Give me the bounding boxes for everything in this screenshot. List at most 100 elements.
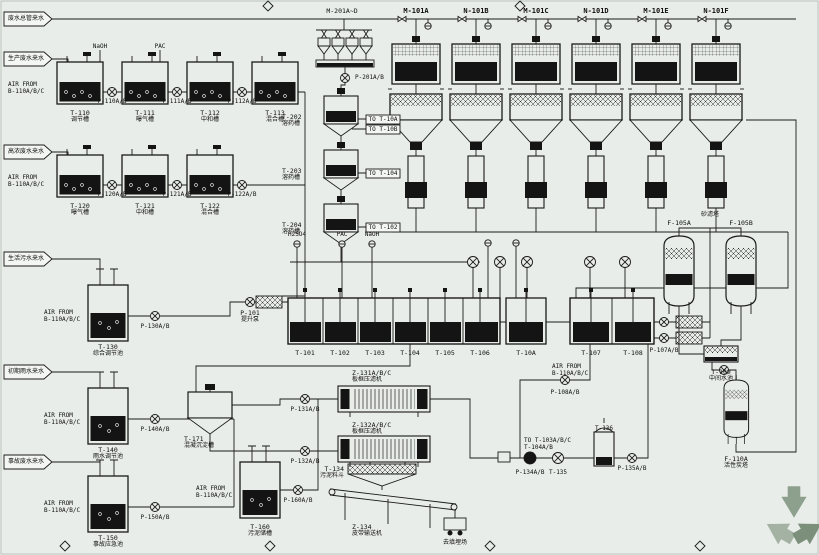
dosing-tank [323, 141, 359, 197]
aerator-icon [494, 256, 506, 268]
chemical-hopper [359, 37, 373, 61]
pipes-chemical [290, 67, 626, 298]
chemical-hopper [331, 37, 345, 61]
valve-icon [457, 15, 467, 23]
pump-icon [150, 502, 160, 512]
pump-icon [172, 87, 182, 97]
clarifier-basin [569, 288, 655, 345]
aeration-basin [287, 288, 501, 345]
pump-icon [560, 375, 570, 385]
aeration-tank [56, 51, 104, 105]
aeration-tank [186, 51, 234, 105]
filter-vessel [725, 229, 757, 315]
centrifuge-icon [523, 451, 537, 465]
pump-icon [107, 180, 117, 190]
instrument-icon [604, 22, 612, 30]
instrument-icon [424, 22, 432, 30]
pump-icon [237, 180, 247, 190]
pump-icon [107, 87, 117, 97]
pipes-left-tanks [52, 258, 235, 508]
flow-flag [3, 454, 53, 470]
filter-vessel [723, 374, 750, 445]
inlet-weir-box [255, 295, 283, 309]
aerator-icon [467, 256, 479, 268]
equalization-cell [505, 288, 547, 345]
aeration-tank [186, 144, 234, 198]
filter-press [337, 385, 431, 418]
aeration-tank [121, 144, 169, 198]
treatment-train [507, 35, 565, 233]
pipes-sludge [195, 343, 654, 518]
valve-icon [348, 29, 356, 39]
pump-icon [172, 180, 182, 190]
coagulation-tank [186, 384, 234, 435]
instrument-icon [512, 239, 520, 247]
instrument-icon [338, 240, 346, 248]
valve-icon [637, 15, 647, 23]
valve-icon [397, 15, 407, 23]
storage-tank [239, 445, 281, 519]
sludge-column [593, 418, 615, 467]
instrument-icon [664, 22, 672, 30]
valve-icon [362, 29, 370, 39]
storage-tank [87, 268, 129, 342]
instrument-icon [368, 240, 376, 248]
valve-icon [334, 29, 342, 39]
reference-diamond [264, 540, 276, 552]
watermark-logo [760, 486, 819, 550]
instrument-icon [293, 240, 301, 248]
feed-box [497, 451, 511, 463]
treatment-train [447, 35, 505, 233]
aerator-icon [619, 256, 631, 268]
pump-icon [150, 311, 160, 321]
chemical-hopper [317, 37, 331, 61]
pump-icon [659, 317, 669, 327]
flow-flag [3, 51, 53, 67]
belt-conveyor [328, 488, 458, 528]
reference-diamond [262, 0, 274, 12]
sludge-hopper [347, 463, 417, 487]
flow-flag [3, 251, 53, 267]
treatment-train [627, 35, 685, 233]
pump-icon [293, 485, 303, 495]
aeration-tank [56, 144, 104, 198]
intermediate-tank [703, 345, 739, 363]
sludge-cart [443, 517, 467, 536]
instrument-icon [544, 22, 552, 30]
pump-icon [300, 394, 310, 404]
chemical-hopper [345, 37, 359, 61]
treatment-train [567, 35, 625, 233]
pump-icon [627, 453, 637, 463]
dosing-trough [315, 59, 375, 68]
pipes-right-filters [678, 119, 797, 453]
aeration-tank [121, 51, 169, 105]
aerator-icon [521, 256, 533, 268]
pump-icon [245, 297, 255, 307]
valve-icon [517, 15, 527, 23]
pump-icon [340, 73, 350, 83]
flow-flag [3, 144, 53, 160]
filter-vessel [663, 229, 695, 315]
aeration-tank [251, 51, 299, 105]
dosing-tank [323, 87, 359, 143]
valve-icon [320, 29, 328, 39]
pipe-network [52, 18, 797, 518]
instrument-icon [724, 22, 732, 30]
storage-tank [87, 459, 129, 533]
treatment-train [687, 35, 745, 233]
instrument-icon [484, 239, 492, 247]
destination-tag-boxes [365, 114, 401, 233]
reference-diamond [694, 540, 706, 552]
pump-icon [237, 87, 247, 97]
pump-icon [659, 333, 669, 343]
storage-tank [87, 371, 129, 445]
valve-icon [577, 15, 587, 23]
pump-icon [719, 365, 729, 375]
pump-icon [150, 414, 160, 424]
equipment-layer [3, 0, 757, 552]
reference-diamond [514, 0, 526, 12]
instrument-icon [484, 22, 492, 30]
